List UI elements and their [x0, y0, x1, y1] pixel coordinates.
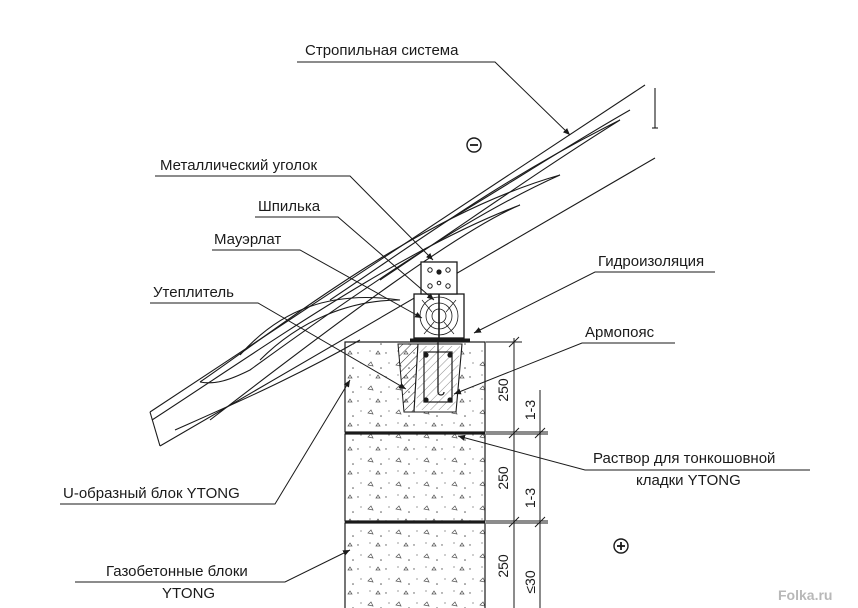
label-insulation: Утеплитель	[153, 284, 234, 301]
rafter-grain-2	[199, 174, 561, 384]
plus-sign	[613, 538, 629, 554]
rafter-bottom-edge	[159, 157, 656, 447]
label-mauerlat: Мауэрлат	[214, 231, 281, 248]
label-stud: Шпилька	[258, 198, 321, 215]
leader-mortar	[457, 434, 810, 471]
leader-aerated	[75, 549, 351, 583]
rafter-grain-6	[439, 109, 631, 226]
label-mortar-line1: Раствор для тонкошовной	[593, 450, 775, 467]
ring-beam	[397, 340, 463, 413]
label-u-block: U-образный блок YTONG	[63, 485, 240, 502]
rafter-grain-1	[151, 204, 521, 421]
leader-mauerlat	[212, 249, 423, 319]
leader-insulation	[150, 302, 407, 390]
leader-ring-beam	[453, 342, 675, 395]
label-ring-beam: Армопояс	[585, 324, 655, 341]
leader-waterproofing	[473, 271, 715, 334]
label-metal-angle: Металлический уголок	[160, 157, 317, 174]
dim-joint-1: 1-3	[522, 400, 538, 420]
rafter-grain-3	[329, 119, 621, 301]
label-mortar-line2: кладки YTONG	[636, 472, 741, 489]
dim-block-3: 250	[495, 554, 511, 578]
label-aerated-line2: YTONG	[162, 585, 215, 602]
stud-hook	[437, 340, 445, 396]
rafter	[149, 84, 658, 447]
dimension-lines	[486, 336, 548, 608]
aerated-block-2	[344, 522, 486, 608]
label-rafter-system: Стропильная система	[305, 42, 459, 59]
watermark: Folka.ru	[778, 587, 832, 603]
dim-joint-2: 1-3	[522, 488, 538, 508]
minus-sign	[466, 137, 482, 153]
leader-rafter	[297, 61, 571, 136]
label-aerated-line1: Газобетонные блоки	[106, 563, 248, 580]
rafter-grain-5	[174, 339, 361, 431]
dim-block-2: 250	[495, 466, 511, 490]
dim-block-1: 250	[495, 378, 511, 402]
label-waterproofing: Гидроизоляция	[598, 253, 704, 270]
leader-metal-angle	[155, 175, 434, 261]
metal-angle	[420, 261, 458, 295]
leader-u-block	[60, 379, 351, 505]
dim-joint-3: ≤30	[522, 570, 538, 593]
leader-stud	[255, 216, 435, 301]
aerated-block-1	[344, 433, 486, 522]
rafter-end	[149, 411, 161, 447]
leaders	[60, 61, 810, 583]
